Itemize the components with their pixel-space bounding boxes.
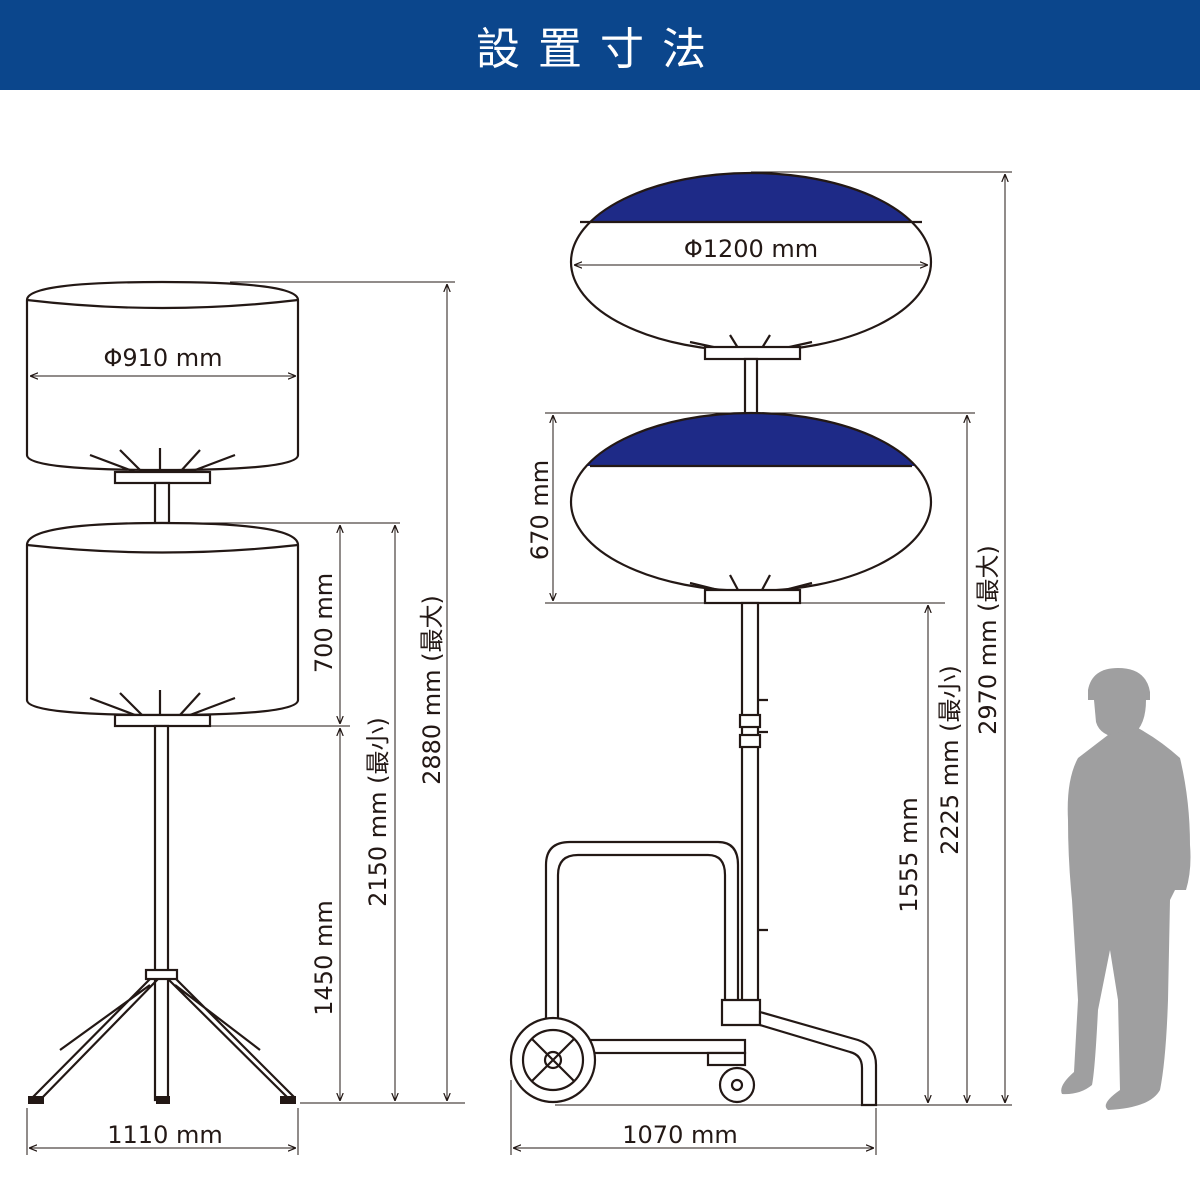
left-diameter-label: Φ910 mm — [103, 344, 222, 372]
person-scale-silhouette — [1061, 668, 1191, 1110]
left-lower-balloon — [25, 521, 300, 728]
left-min-height-label: 2150 mm (最小) — [364, 717, 392, 907]
right-upper-balloon — [569, 171, 933, 416]
right-min-height-label: 2225 mm (最小) — [936, 665, 964, 855]
right-lower-balloon — [569, 411, 933, 605]
right-cart-stand — [509, 601, 878, 1107]
left-dimensions: Φ910 mm 700 mm 1450 mm 2150 mm (最小) 2880… — [26, 281, 465, 1155]
right-balloon-height-label: 670 mm — [526, 460, 554, 560]
left-max-height-label: 2880 mm (最大) — [418, 595, 446, 785]
left-balloon-light — [25, 280, 300, 1104]
right-max-height-label: 2970 mm (最大) — [974, 545, 1002, 735]
left-upper-balloon — [25, 280, 300, 525]
right-diameter-label: Φ1200 mm — [684, 235, 818, 263]
left-pole-height-label: 1450 mm — [310, 900, 338, 1015]
right-dimensions: Φ1200 mm 670 mm 1555 mm 2225 mm (最小) 297… — [510, 171, 1012, 1155]
left-tripod-stand — [28, 724, 296, 1104]
left-base-width-label: 1110 mm — [107, 1121, 222, 1149]
page-title: 設置寸法 — [476, 24, 724, 75]
left-balloon-height-label: 700 mm — [310, 573, 338, 673]
right-pole-height-label: 1555 mm — [895, 797, 923, 912]
right-base-width-label: 1070 mm — [622, 1121, 737, 1149]
header-banner: 設置寸法 — [0, 0, 1200, 90]
right-balloon-light — [509, 171, 933, 1107]
